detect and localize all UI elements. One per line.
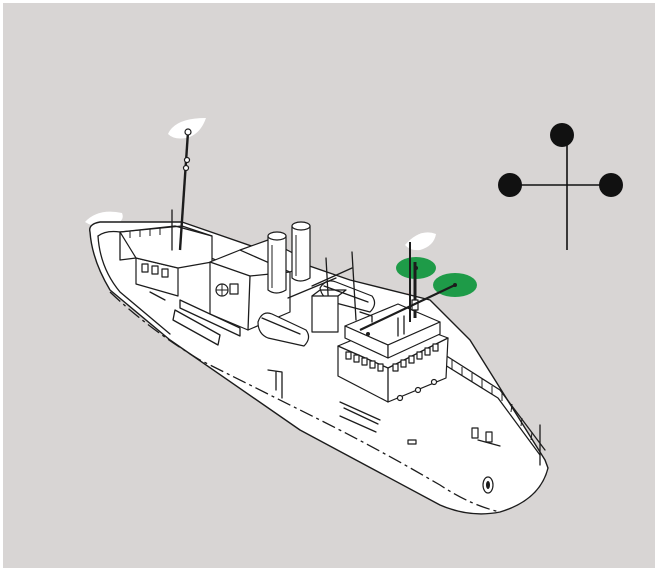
ball-top: [550, 123, 574, 147]
ball-left: [498, 173, 522, 197]
day-shape-cross: [498, 123, 623, 250]
ball-right: [599, 173, 623, 197]
